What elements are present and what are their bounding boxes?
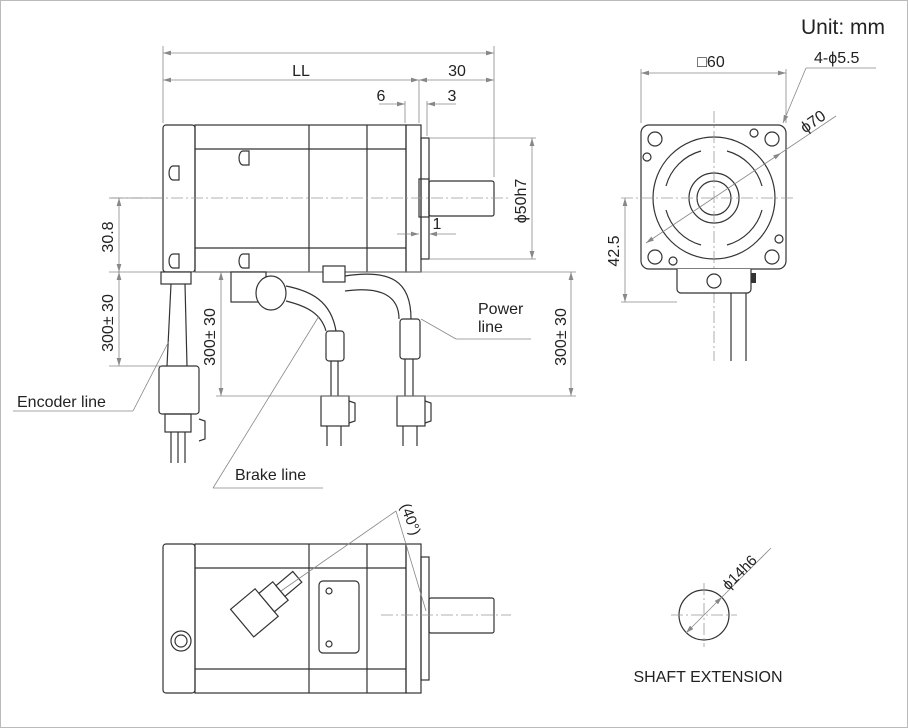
front-view: □60 4-ϕ5.5 ϕ70 42.5 <box>606 50 876 361</box>
dim-front-height: 42.5 <box>606 235 623 266</box>
dim-holes: 4-ϕ5.5 <box>814 50 860 67</box>
dim-encoder-cable: 300± 30 <box>100 294 117 352</box>
shaft-extension-view: ϕ14h6 SHAFT EXTENSION <box>633 547 783 686</box>
label-power-line-2: line <box>478 319 503 336</box>
dim-pcd: ϕ70 <box>798 108 830 137</box>
dim-flange-3: 3 <box>448 88 457 105</box>
label-power-line-1: Power <box>478 301 524 318</box>
side-view: LL 30 6 3 ϕ50h7 1 30.8 <box>13 46 576 489</box>
bottom-view: (40°) <box>162 501 511 694</box>
dim-square: □60 <box>697 54 725 71</box>
dim-power-cable: 300± 30 <box>553 308 570 366</box>
dim-flange-6: 6 <box>377 88 386 105</box>
label-brake-line: Brake line <box>235 467 306 484</box>
label-encoder-line: Encoder line <box>17 394 106 411</box>
dim-height-30-8: 30.8 <box>100 221 117 252</box>
unit-label: Unit: mm <box>801 16 885 39</box>
dim-pilot-1: 1 <box>433 216 442 233</box>
dim-ll: LL <box>292 63 310 80</box>
dim-shaft-diameter: ϕ14h6 <box>719 552 761 594</box>
shaft-extension-title: SHAFT EXTENSION <box>633 669 782 686</box>
dim-connector-angle: (40°) <box>397 501 424 538</box>
dim-brake-cable: 300± 30 <box>202 308 219 366</box>
dim-pilot-diameter: ϕ50h7 <box>513 179 530 224</box>
dim-shaft-length: 30 <box>448 63 466 80</box>
